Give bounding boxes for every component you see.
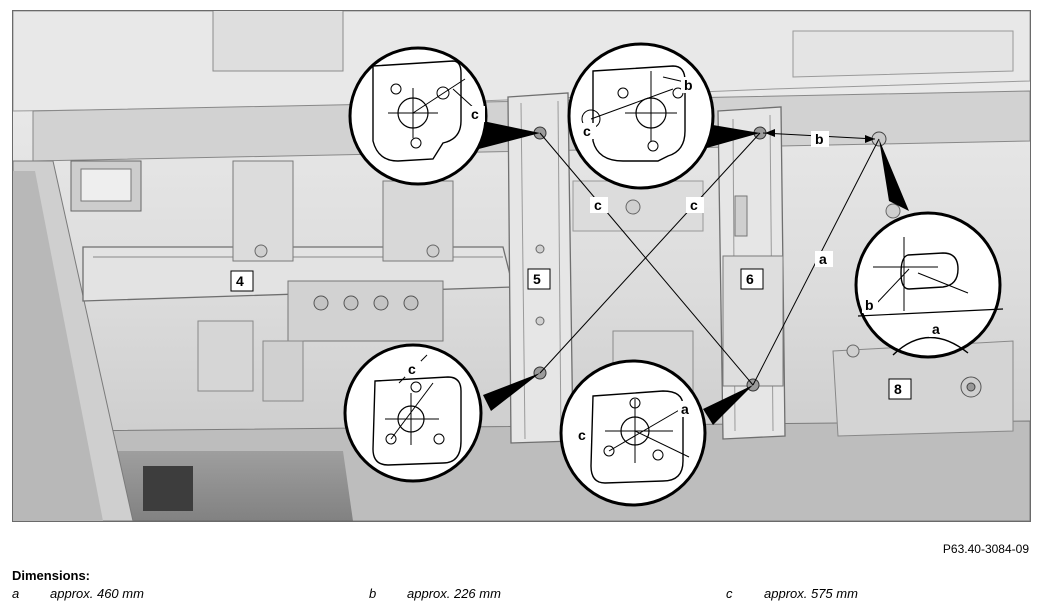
label-c: c (578, 427, 586, 443)
part-number-5: 5 (533, 271, 541, 287)
part-number-6: 6 (746, 271, 754, 287)
label-a: a (681, 401, 689, 417)
dimension-row-c: c approx. 575 mm (726, 586, 858, 601)
label-c: c (594, 197, 602, 213)
dimension-key: c (726, 586, 733, 601)
dimensions-heading: Dimensions: (12, 568, 91, 583)
dimension-key: b (369, 586, 377, 601)
label-a: a (932, 321, 940, 337)
label-c: c (690, 197, 698, 213)
label-b: b (815, 131, 824, 147)
dimension-value: approx. 460 mm (50, 586, 144, 601)
dimension-row-b: b approx. 226 mm (369, 586, 501, 601)
label-c: c (471, 106, 479, 122)
detail-circle-top-left (348, 46, 488, 186)
label-b: b (684, 77, 693, 93)
dimension-line-c2 (539, 132, 761, 374)
dimension-value: approx. 575 mm (764, 586, 858, 601)
dimension-key: a (12, 586, 20, 601)
detail-circle-bottom-middle (559, 359, 707, 507)
label-c: c (583, 123, 591, 139)
dimension-value: approx. 226 mm (407, 586, 501, 601)
part-number-4: 4 (236, 273, 244, 289)
label-a: a (819, 251, 827, 267)
dimension-row-a: a approx. 460 mm (12, 586, 144, 601)
label-c: c (408, 361, 416, 377)
detail-circle-top-middle (567, 42, 715, 190)
floor-pan-diagram: c c b b c c a b a c c a 4 5 6 8 (12, 10, 1031, 522)
detail-circle-bottom-left (343, 343, 483, 483)
detail-circle-right (854, 211, 1004, 359)
figure-reference-code: P63.40-3084-09 (942, 542, 1029, 556)
dimension-line-c1 (539, 132, 754, 386)
label-b: b (865, 297, 874, 313)
part-number-8: 8 (894, 381, 902, 397)
